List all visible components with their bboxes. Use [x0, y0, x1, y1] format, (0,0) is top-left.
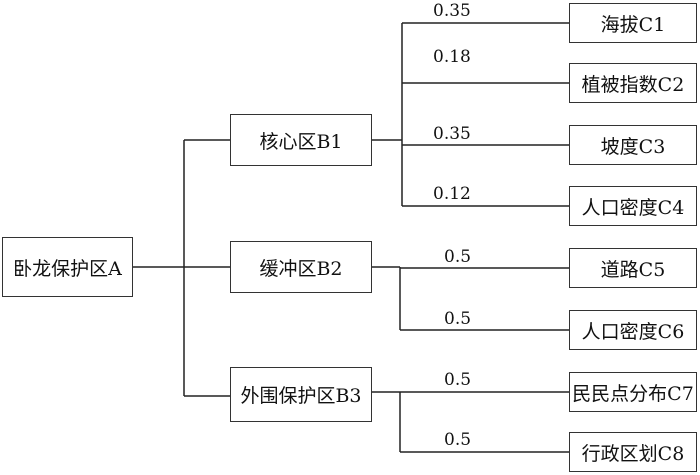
node-label: 人口密度C6 [581, 320, 685, 343]
node-c4: 人口密度C4 [569, 186, 697, 226]
weight-c6: 0.5 [444, 309, 472, 329]
node-c8: 行政区划C8 [569, 432, 697, 472]
node-b3: 外围保护区B3 [230, 367, 372, 422]
weight-c7: 0.5 [444, 370, 472, 390]
node-b2: 缓冲区B2 [230, 241, 372, 293]
node-label: 人口密度C4 [581, 196, 685, 219]
node-root: 卧龙保护区A [2, 237, 133, 297]
node-c1: 海拔C1 [569, 3, 697, 43]
node-label: 行政区划C8 [581, 442, 685, 465]
node-label: 缓冲区B2 [259, 257, 343, 280]
node-c5: 道路C5 [569, 248, 697, 288]
node-c3: 坡度C3 [569, 125, 697, 165]
weight-c1: 0.35 [433, 1, 471, 21]
node-label: 道路C5 [600, 258, 666, 281]
node-label: 核心区B1 [259, 130, 343, 153]
weight-c5: 0.5 [444, 247, 472, 267]
weight-c4: 0.12 [433, 184, 471, 204]
weight-c8: 0.5 [444, 430, 472, 450]
node-b1: 核心区B1 [230, 114, 372, 166]
node-label: 坡度C3 [600, 135, 666, 158]
node-label: 海拔C1 [600, 13, 666, 36]
node-c7: 民民点分布C7 [569, 372, 697, 412]
node-c2: 植被指数C2 [569, 63, 697, 103]
weight-c2: 0.18 [433, 47, 471, 67]
weight-c3: 0.35 [433, 124, 471, 144]
node-label: 卧龙保护区A [13, 257, 122, 280]
node-label: 民民点分布C7 [572, 382, 694, 405]
node-c6: 人口密度C6 [569, 310, 697, 350]
node-label: 外围保护区B3 [240, 385, 362, 407]
node-label: 植被指数C2 [581, 73, 685, 96]
